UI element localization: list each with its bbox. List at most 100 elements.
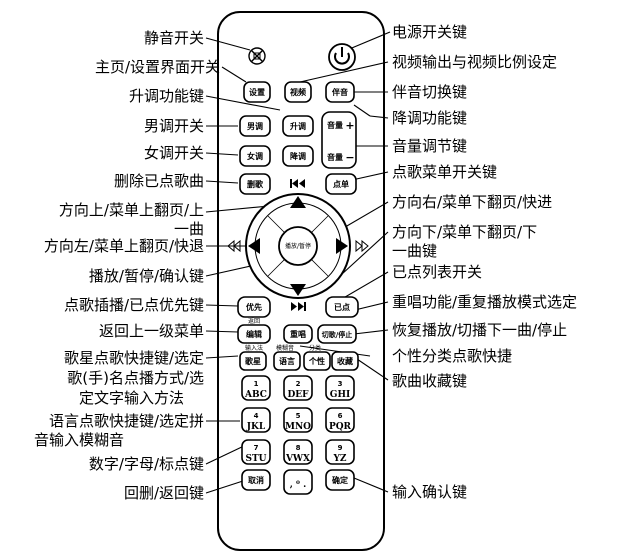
label-resume-stop: 恢复播放/切播下一曲/停止 — [392, 321, 567, 339]
svg-text:点单: 点单 — [333, 179, 349, 189]
category-caption: 分类 — [309, 344, 321, 352]
key-6[interactable]: 6 PQR — [325, 407, 355, 433]
order-menu-button[interactable]: 点单 — [325, 173, 357, 195]
label-female-key: 女调开关 — [144, 144, 204, 162]
label-play-pause: 播放/暂停/确认键 — [89, 267, 204, 285]
label-volume: 音量调节键 — [392, 137, 467, 155]
fuzzy-caption: 模糊音 — [276, 344, 294, 352]
play-pause-button[interactable]: 播放/暂停 — [278, 226, 318, 266]
key-4[interactable]: 4 JKL — [241, 407, 271, 433]
svg-text:MNO: MNO — [285, 422, 311, 432]
singer-button[interactable]: 歌星 — [239, 351, 267, 371]
volume-plus-icon: + — [345, 119, 354, 132]
label-confirm: 输入确认键 — [392, 483, 467, 501]
svg-text:删歌: 删歌 — [247, 179, 264, 189]
label-language-line1: 语言点歌快捷键/选定拼 — [49, 412, 204, 430]
edit-caption: 返回 — [248, 318, 260, 325]
svg-text:重唱: 重唱 — [290, 329, 306, 339]
key-1[interactable]: 1 ABC — [241, 375, 271, 401]
svg-text:编辑: 编辑 — [246, 329, 262, 339]
power-button[interactable] — [328, 43, 356, 71]
svg-text:STU: STU — [245, 454, 266, 464]
pitch-down-button[interactable]: 降调 — [282, 145, 314, 167]
key-9[interactable]: 9 YZ — [325, 439, 355, 465]
label-up-line1: 方向上/菜单上翻页/上 — [59, 201, 204, 219]
svg-text:取消: 取消 — [248, 475, 264, 485]
personal-button[interactable]: 个性 — [303, 351, 331, 371]
label-male-key: 男调开关 — [144, 117, 204, 135]
svg-text:PQR: PQR — [329, 422, 352, 432]
arrow-up-icon[interactable] — [290, 196, 306, 208]
key-7[interactable]: 7 STU — [241, 439, 271, 465]
svg-text:DEF: DEF — [287, 390, 309, 400]
svg-text:歌星: 歌星 — [245, 356, 261, 366]
power-icon — [334, 47, 350, 65]
male-key-button[interactable]: 男调 — [239, 115, 271, 137]
svg-text:VWX: VWX — [285, 454, 310, 464]
volume-rocker[interactable]: 音量 + 音量 − — [321, 111, 357, 169]
confirm-button[interactable]: 确定 — [325, 469, 355, 491]
switch-stop-button[interactable]: 切歌/停止 — [317, 324, 357, 344]
arrow-down-icon[interactable] — [290, 284, 306, 296]
label-up-line2: 一曲 — [174, 220, 204, 238]
svg-text:音量: 音量 — [327, 120, 343, 130]
label-ordered-list: 已点列表开关 — [392, 263, 482, 281]
accompany-button[interactable]: 伴音 — [325, 81, 355, 103]
female-key-button[interactable]: 女调 — [239, 145, 271, 167]
svg-text:8: 8 — [296, 444, 301, 452]
svg-text:切歌/停止: 切歌/停止 — [322, 330, 353, 339]
cancel-button[interactable]: 取消 — [241, 469, 271, 491]
svg-text:女调: 女调 — [247, 151, 263, 161]
svg-text:视频: 视频 — [290, 87, 306, 97]
keypad: 1 ABC 2 DEF 3 GHI 4 JKL 5 MNO 6 PQR — [241, 375, 355, 465]
arrow-right-icon[interactable] — [336, 238, 348, 254]
mute-button[interactable] — [248, 47, 266, 65]
label-power: 电源开关键 — [392, 23, 467, 41]
svg-text:确定: 确定 — [332, 475, 348, 485]
input-method-caption: 输入法 — [245, 344, 263, 352]
label-down-line2: 一曲键 — [392, 242, 437, 260]
key-0-punct[interactable]: , ⁰ . — [283, 469, 313, 495]
label-back-menu: 返回上一级菜单 — [99, 322, 204, 340]
favorite-button[interactable]: 收藏 — [331, 351, 359, 371]
svg-text:ABC: ABC — [244, 390, 267, 400]
label-repeat: 重唱功能/重复播放模式选定 — [392, 293, 577, 311]
label-left: 方向左/菜单上翻页/快退 — [44, 237, 204, 255]
svg-text:6: 6 — [338, 412, 343, 420]
edit-button[interactable]: 编辑 — [237, 324, 271, 344]
language-button[interactable]: 语言 — [273, 351, 301, 371]
delete-song-button[interactable]: 删歌 — [239, 173, 271, 195]
label-singer-line2: 歌(手)名点播方式/选 — [67, 369, 204, 387]
label-digits: 数字/字母/标点键 — [89, 455, 204, 473]
pitch-up-button[interactable]: 升调 — [282, 115, 314, 137]
label-pitch-down: 降调功能键 — [392, 109, 467, 127]
labels-right: 电源开关键 视频输出与视频比例设定 伴音切换键 降调功能键 音量调节键 点歌菜单… — [392, 23, 577, 501]
svg-text:GHI: GHI — [330, 390, 350, 400]
key-3[interactable]: 3 GHI — [325, 375, 355, 401]
svg-text:7: 7 — [254, 444, 259, 452]
svg-text:升调: 升调 — [290, 121, 306, 131]
svg-text:1: 1 — [254, 380, 259, 388]
svg-text:音量: 音量 — [327, 152, 343, 162]
arrow-left-icon[interactable] — [248, 238, 260, 254]
svg-text:4: 4 — [254, 412, 259, 420]
label-pitch-up: 升调功能键 — [129, 87, 204, 105]
svg-text:个性: 个性 — [308, 356, 325, 366]
svg-text:伴音: 伴音 — [331, 87, 348, 97]
svg-text:播放/暂停: 播放/暂停 — [285, 242, 311, 250]
key-5[interactable]: 5 MNO — [283, 407, 313, 433]
settings-button[interactable]: 设置 — [243, 81, 271, 103]
label-backspace: 回删/返回键 — [124, 484, 204, 502]
label-favorite: 歌曲收藏键 — [392, 372, 467, 390]
key-8[interactable]: 8 VWX — [283, 439, 313, 465]
rewind-icon — [227, 239, 241, 253]
key-2[interactable]: 2 DEF — [283, 375, 313, 401]
svg-text:3: 3 — [338, 380, 343, 388]
video-button[interactable]: 视频 — [284, 81, 312, 103]
repeat-button[interactable]: 重唱 — [283, 324, 313, 344]
ordered-list-button[interactable]: 已点 — [325, 296, 359, 318]
svg-text:2: 2 — [296, 380, 301, 388]
priority-button[interactable]: 优先 — [237, 296, 271, 318]
label-language-line2: 音输入模糊音 — [34, 431, 124, 449]
